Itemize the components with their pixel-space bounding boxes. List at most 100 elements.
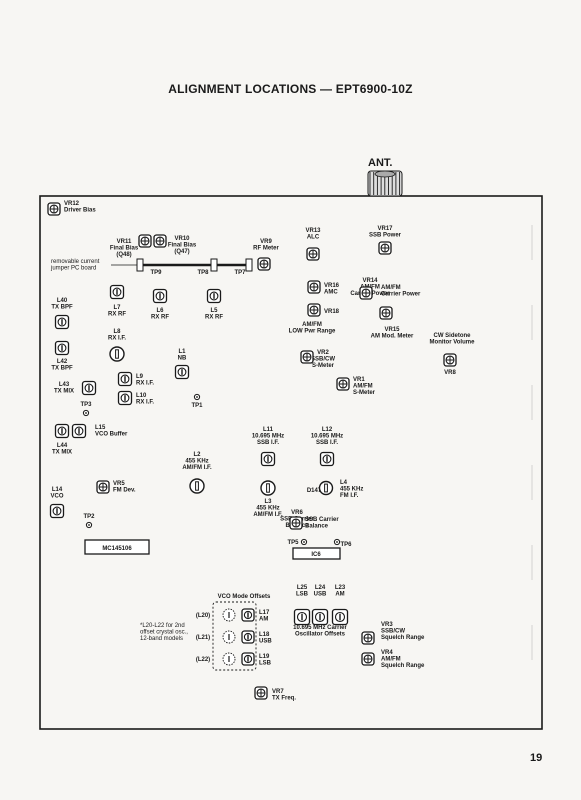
l2-label-line3: AM/FM I.F. bbox=[182, 465, 212, 471]
tp3-label: TP3 bbox=[80, 402, 92, 408]
vr8-trimmer-icon bbox=[443, 353, 457, 367]
vco-group-note-line1: *L20-L22 for 2nd bbox=[140, 623, 185, 629]
l15-label-line2: VCO Buffer bbox=[95, 432, 128, 438]
mc145106-label: MC145106 bbox=[102, 546, 132, 552]
l8-label-line2: RX I.F. bbox=[108, 336, 126, 342]
l44-coil-icon bbox=[54, 423, 70, 439]
l10-label-line1: L10 bbox=[136, 393, 147, 399]
l3-label-line2: 455 KHz bbox=[256, 506, 279, 512]
vr12-trimmer-icon bbox=[47, 202, 61, 216]
l15-label-line1: L15 bbox=[95, 425, 106, 431]
vr14-description-line1: AM/FM bbox=[381, 285, 401, 291]
l11-label-line2: 10.695 MHz bbox=[252, 434, 284, 440]
tp2-label: TP2 bbox=[83, 514, 95, 520]
tp6-label: TP6 bbox=[340, 542, 352, 548]
l17-label-line1: L17 bbox=[259, 610, 270, 616]
l19-label-line1: L19 bbox=[259, 654, 270, 660]
amfm-low-power-label-line1: AM/FM bbox=[302, 322, 322, 328]
vr3-label-line2: SSB/CW bbox=[381, 629, 405, 635]
l10-coil-icon bbox=[117, 390, 133, 406]
vr8-label: VR8 bbox=[444, 370, 456, 376]
antenna-label: ANT. bbox=[368, 157, 393, 169]
vr5-label-line2: FM Dev. bbox=[113, 488, 136, 494]
l42-coil-icon bbox=[54, 340, 70, 356]
l9-label-line1: L9 bbox=[136, 374, 144, 380]
l5-label-line2: RX RF bbox=[205, 315, 223, 321]
tp6-test-point-icon bbox=[333, 538, 341, 546]
tp3-test-point-icon bbox=[82, 409, 90, 417]
l12-coil-icon bbox=[319, 451, 335, 467]
l24-label-line2: USB bbox=[314, 592, 327, 598]
l12-label-line3: SSB I.F. bbox=[316, 440, 338, 446]
l6-label-line1: L6 bbox=[156, 308, 164, 314]
l3-coil-icon bbox=[260, 480, 276, 496]
l18-label-line2: USB bbox=[259, 639, 272, 645]
tp8-label: TP8 bbox=[197, 270, 209, 276]
l2-label-line1: L2 bbox=[193, 452, 201, 458]
l8-coil-icon bbox=[109, 346, 125, 362]
vr5-label-line1: VR5 bbox=[113, 481, 125, 487]
vr17-label-line2: SSB Power bbox=[369, 233, 402, 239]
l40-label-line1: L40 bbox=[57, 298, 68, 304]
vr6-description-line2: Balance bbox=[305, 524, 329, 530]
cw-sidetone-label-line1: CW Sidetone bbox=[434, 333, 472, 339]
l43-label-line1: L43 bbox=[59, 382, 70, 388]
vco-group-note-line2: offset crystal osc., bbox=[140, 630, 188, 636]
l12-label-line2: 10.695 MHz bbox=[311, 434, 343, 440]
vr16-label-line2: AMC bbox=[324, 290, 338, 296]
vr1-label-line3: S-Meter bbox=[353, 390, 376, 396]
l4-label-line2: 455 KHz bbox=[340, 487, 363, 493]
vr2-label-line3: S-Meter bbox=[312, 363, 335, 369]
vr13-trimmer-icon bbox=[306, 247, 320, 261]
vr3-label-line3: Squelch Range bbox=[381, 635, 425, 641]
removable-jumper-note-line1: removable current bbox=[51, 259, 100, 265]
vr14-trimmer-icon bbox=[359, 286, 373, 300]
vr15-label-line2: AM Mod. Meter bbox=[371, 334, 414, 340]
vr4-label-line3: Squelch Range bbox=[381, 663, 425, 669]
l3-label-line3: AM/FM I.F. bbox=[253, 512, 283, 518]
vr10-label-line3: (Q47) bbox=[174, 249, 189, 255]
vr2-label-line1: VR2 bbox=[317, 350, 329, 356]
l44-label-line2: TX MIX bbox=[52, 450, 72, 456]
l1-label-line2: NB bbox=[178, 356, 187, 362]
l9-label-line2: RX I.F. bbox=[136, 381, 154, 387]
vr1-label-line2: AM/FM bbox=[353, 384, 373, 390]
vr9-label-line1: VR9 bbox=[260, 239, 272, 245]
vr1-label-line1: VR1 bbox=[353, 377, 365, 383]
vr11-label-line3: (Q48) bbox=[116, 252, 131, 258]
carrier-oscillator-label-line2: Oscillator Offsets bbox=[295, 632, 346, 638]
l1-coil-icon bbox=[174, 364, 190, 380]
tp7-jumper-pin bbox=[245, 258, 253, 272]
antenna-connector-icon bbox=[367, 170, 403, 197]
l7-coil-icon bbox=[109, 284, 125, 300]
vr5-trimmer-icon bbox=[96, 480, 110, 494]
l2-coil-icon bbox=[189, 478, 205, 494]
page-number: 19 bbox=[530, 752, 543, 764]
ic6-label: IC6 bbox=[311, 552, 321, 558]
l20-coil-icon bbox=[222, 608, 236, 622]
tp1-label: TP1 bbox=[191, 403, 203, 409]
vr18-trimmer-icon bbox=[307, 303, 321, 317]
vr6-label-line1: VR6 bbox=[291, 510, 303, 516]
l14-coil-icon bbox=[49, 503, 65, 519]
vr4-label-line2: AM/FM bbox=[381, 657, 401, 663]
l6-coil-icon bbox=[152, 288, 168, 304]
tp5-label: TP5 bbox=[287, 540, 299, 546]
tp9-label: TP9 bbox=[150, 270, 162, 276]
l4-label-line1: L4 bbox=[340, 480, 348, 486]
vr10-trimmer-icon bbox=[153, 234, 167, 248]
l12-label-line1: L12 bbox=[322, 427, 333, 433]
vr2-label-line2: SSB/CW bbox=[311, 357, 335, 363]
l43-coil-icon bbox=[81, 380, 97, 396]
l21-label: (L21) bbox=[196, 635, 210, 641]
l25-coil-icon bbox=[293, 608, 311, 626]
l5-coil-icon bbox=[206, 288, 222, 304]
vr17-trimmer-icon bbox=[378, 241, 392, 255]
amfm-low-power-label-line2: LOW Pwr Range bbox=[289, 329, 336, 335]
vr15-trimmer-icon bbox=[379, 306, 393, 320]
vr7-label-line1: VR7 bbox=[272, 689, 284, 695]
l11-label-line1: L11 bbox=[263, 427, 274, 433]
vr13-label-line2: ALC bbox=[307, 235, 320, 241]
l11-coil-icon bbox=[260, 451, 276, 467]
vr11-label-line1: VR11 bbox=[117, 239, 132, 245]
